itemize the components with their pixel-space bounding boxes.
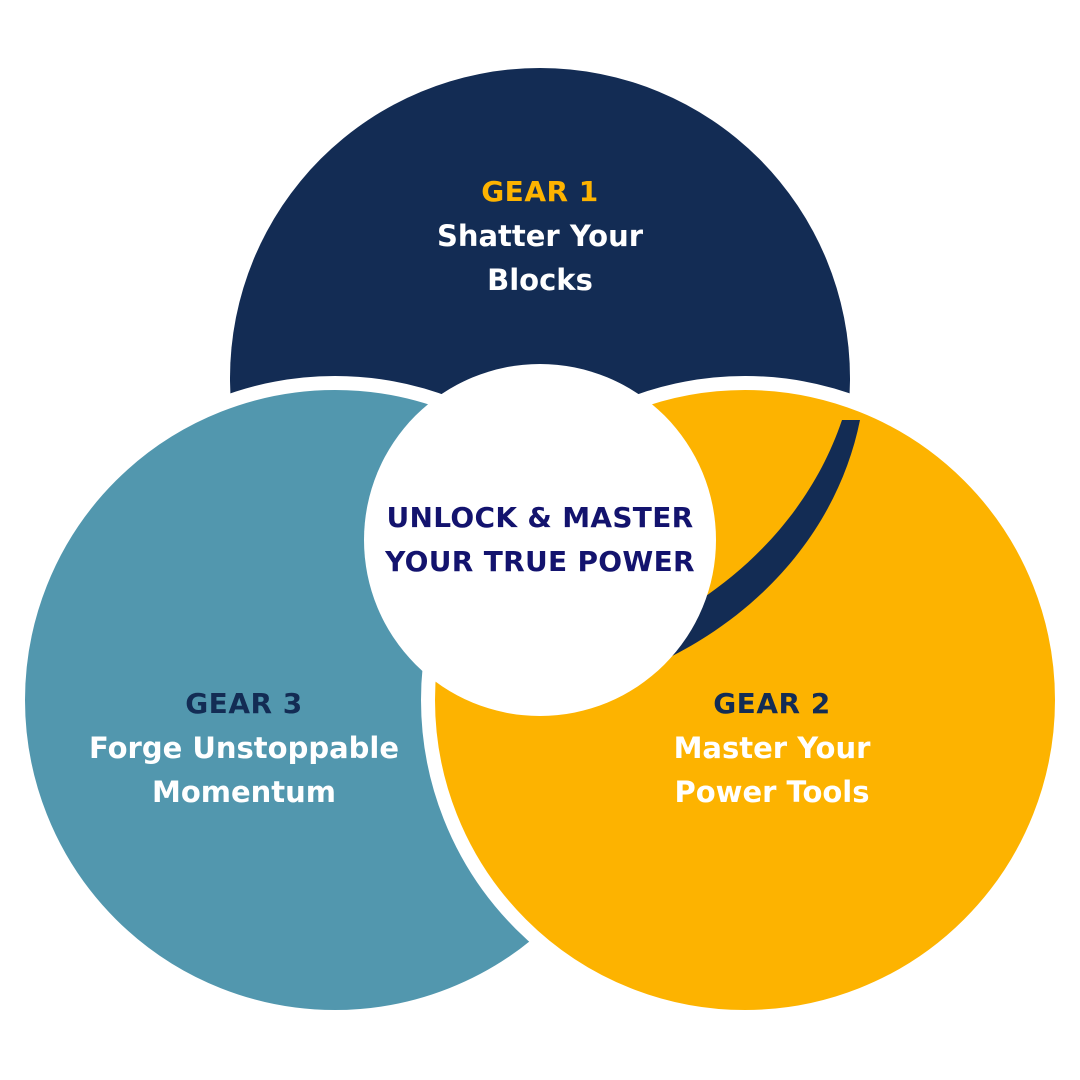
center-label: UNLOCK & MASTER YOUR TRUE POWER [360, 496, 720, 584]
center-line1: UNLOCK & MASTER [386, 501, 694, 534]
gear2-title-line2: Power Tools [674, 775, 870, 809]
gear1-title-line1: Shatter Your [436, 219, 644, 253]
center-line2: YOUR TRUE POWER [385, 545, 695, 578]
gear3-title-line1: Forge Unstoppable [88, 731, 400, 765]
gear3-title-line2: Momentum [151, 775, 337, 809]
gear2-label: GEAR 2 Master Your Power Tools [622, 682, 922, 814]
gear2-title-line1: Master Your [673, 731, 871, 765]
center-circle [364, 364, 716, 716]
gear3-heading: GEAR 3 [185, 687, 303, 720]
gear1-overlap-tip [660, 420, 860, 662]
gear3-label: GEAR 3 Forge Unstoppable Momentum [72, 682, 416, 814]
gear2-heading: GEAR 2 [713, 687, 831, 720]
gear1-title-line2: Blocks [487, 263, 593, 297]
gear1-label: GEAR 1 Shatter Your Blocks [390, 170, 690, 302]
gear1-heading: GEAR 1 [481, 175, 599, 208]
